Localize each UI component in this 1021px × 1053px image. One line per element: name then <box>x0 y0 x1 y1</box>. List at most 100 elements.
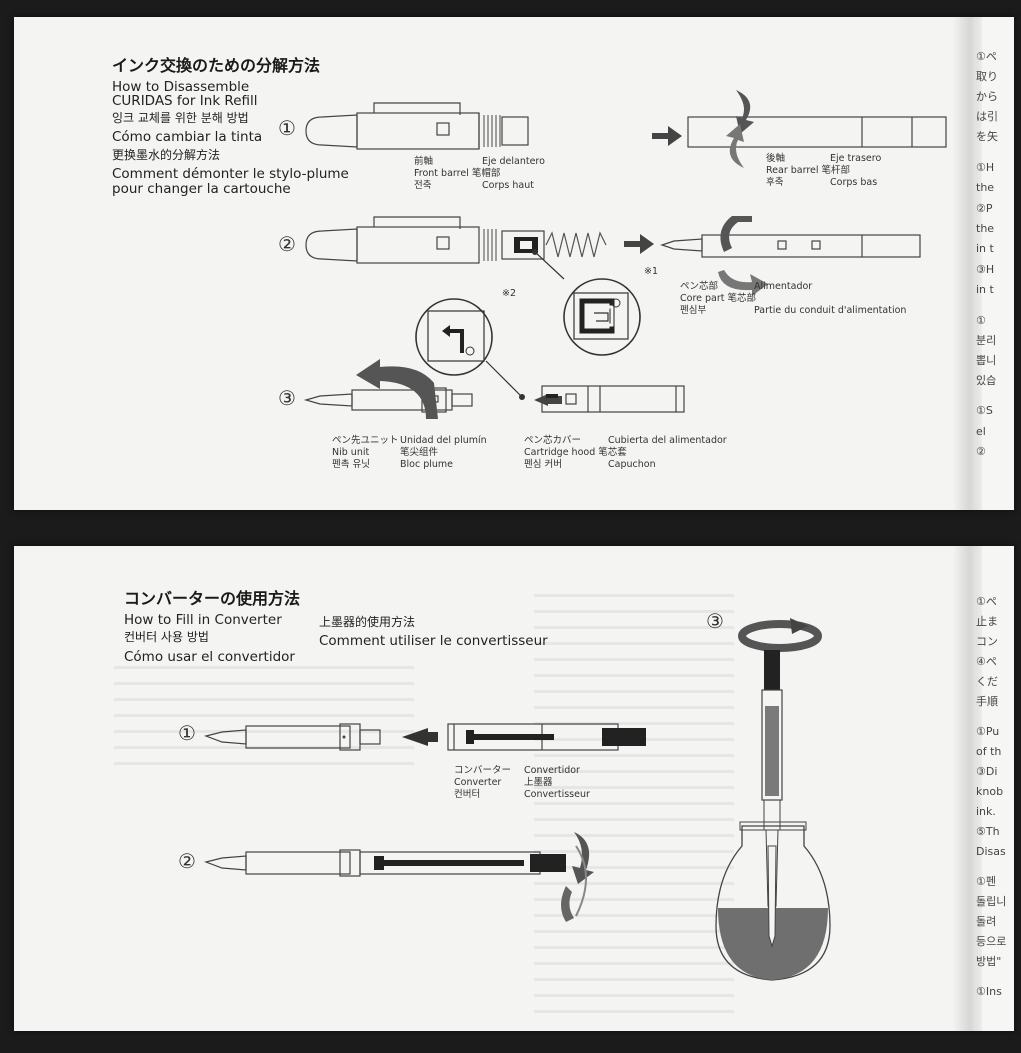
converter-label-es: Convertidor <box>524 765 580 776</box>
disassembly-page: インク交換のための分解方法 How to Disassemble CURIDAS… <box>14 17 1014 510</box>
converter-step1-illustration <box>203 723 646 751</box>
right-text: knob <box>976 785 1004 798</box>
step-3-number: ③ <box>278 386 296 410</box>
converter-label-ja: コンバーター <box>454 765 512 776</box>
title-en-1: How to Disassemble <box>112 79 250 95</box>
converter-title-zh: 上墨器的使用方法 <box>319 615 416 629</box>
right-text: ①ペ <box>976 595 997 608</box>
rotate-arrow-icon-3 <box>356 359 438 419</box>
rotate-arrow-icon-2 <box>718 216 768 296</box>
right-text: 取り <box>976 70 998 83</box>
right-text: 분리 <box>976 334 997 347</box>
right-text: くだ <box>976 675 998 688</box>
converter-title-fr: Comment utiliser le convertisseur <box>319 633 548 649</box>
core-part-es: Alimentador <box>754 281 813 292</box>
converter-page: コンバーターの使用方法 How to Fill in Converter 上墨器… <box>14 546 1014 1031</box>
core-part-fr: Partie du conduit d'alimentation <box>754 305 907 316</box>
step-2-number: ② <box>278 232 296 256</box>
cartridge-hood-ko: 펜심 커버 <box>524 459 562 470</box>
right-text: of th <box>976 745 1002 758</box>
cartridge-hood-fr: Capuchon <box>608 459 656 470</box>
right-text: ②P <box>976 202 993 215</box>
title-en-2: CURIDAS for Ink Refill <box>112 93 258 109</box>
right-text: 手順 <box>976 695 998 708</box>
nib-unit-ja: ペン先ユニット <box>332 435 399 446</box>
front-barrel-ko: 전축 <box>414 180 432 191</box>
nib-unit-ko: 펜촉 유닛 <box>332 459 370 470</box>
converter-step-1-number: ① <box>178 721 196 745</box>
right-text: 돌려 <box>976 915 997 928</box>
right-text: 있습 <box>976 374 997 387</box>
rear-barrel-en-zh: Rear barrel 笔杆部 <box>766 165 851 176</box>
detail-magnifier-2 <box>415 298 493 376</box>
title-es: Cómo cambiar la tinta <box>112 129 263 145</box>
rear-barrel-ja: 後軸 <box>766 153 786 164</box>
right-text: ①펜 <box>976 875 996 888</box>
right-text: ①Pu <box>976 725 1000 738</box>
right-text: in t <box>976 242 994 255</box>
right-text: 止ま <box>976 615 998 628</box>
right-text: ①S <box>976 404 993 417</box>
right-text: ① <box>976 314 986 327</box>
detail-pointer-line-2 <box>485 360 525 400</box>
converter-title-es: Cómo usar el convertidor <box>124 649 295 665</box>
nib-unit-en: Nib unit <box>332 447 370 458</box>
converter-label-ko: 컨버터 <box>454 789 481 800</box>
right-text: 방법" <box>976 955 1002 968</box>
front-barrel-fr: Corps haut <box>482 180 534 191</box>
detail-magnifier-1 <box>563 278 641 356</box>
front-barrel-es: Eje delantero <box>482 156 545 167</box>
right-text: ①H <box>976 161 995 174</box>
rear-barrel-es: Eje trasero <box>830 153 882 164</box>
core-part-ja: ペン芯部 <box>680 281 719 292</box>
converter-rotate-icon-top <box>738 618 822 652</box>
right-text: ③H <box>976 263 995 276</box>
show-through-text <box>534 594 734 1014</box>
show-through-text <box>114 666 414 766</box>
book-fold <box>952 17 982 510</box>
title-ja: インク交換のための分解方法 <box>112 56 321 75</box>
right-text: から <box>976 90 998 103</box>
title-ko: 잉크 교체를 위한 분해 방법 <box>112 111 249 125</box>
converter-step-2-number: ② <box>178 849 196 873</box>
right-text: コン <box>976 635 998 648</box>
right-text: ①ペ <box>976 50 997 63</box>
cartridge-hood-ja: ペン芯カバー <box>524 435 582 446</box>
title-fr-2: pour changer la cartouche <box>112 181 291 197</box>
right-text: the <box>976 222 995 235</box>
right-text: in t <box>976 283 994 296</box>
right-text: 뽑니 <box>976 354 997 367</box>
right-text: を矢 <box>976 130 998 143</box>
step-1-number: ① <box>278 116 296 140</box>
right-text: ③Di <box>976 765 998 778</box>
rear-barrel-fr: Corps bas <box>830 177 878 188</box>
right-text: ② <box>976 445 986 458</box>
right-text: Disas <box>976 845 1006 858</box>
converter-step2-illustration <box>203 849 566 877</box>
rear-barrel-ko: 후축 <box>766 177 784 188</box>
title-fr-1: Comment démonter le stylo-plume <box>112 166 349 182</box>
core-part-en-zh: Core part 笔芯部 <box>680 293 757 304</box>
note-2-marker: ※2 <box>502 288 517 299</box>
right-text: el <box>976 425 986 438</box>
right-page-edge <box>972 17 1014 510</box>
cartridge-hood-en-zh: Cartridge hood 笔芯套 <box>524 447 627 458</box>
converter-title-ja: コンバーターの使用方法 <box>124 589 301 608</box>
step2-pen-illustration <box>305 216 921 264</box>
right-text: 등으로 <box>976 935 1007 948</box>
nib-unit-es: Unidad del plumín <box>400 435 487 446</box>
converter-title-en: How to Fill in Converter <box>124 612 282 628</box>
right-text: the <box>976 181 995 194</box>
right-text: は引 <box>976 110 998 123</box>
step1-pen-illustration <box>305 102 947 150</box>
ink-bottle-illustration <box>715 650 831 981</box>
right-text: ④ペ <box>976 655 997 668</box>
right-text: 돌립니 <box>976 895 1007 908</box>
core-part-ko: 펜심부 <box>680 305 707 316</box>
nib-unit-zh: 笔尖组件 <box>400 447 439 458</box>
book-fold <box>952 546 982 1031</box>
note-1-marker: ※1 <box>644 266 659 277</box>
title-zh: 更换墨水的分解方法 <box>112 148 221 162</box>
detail-pointer-line-1 <box>532 249 565 280</box>
converter-title-ko: 컨버터 사용 방법 <box>124 630 209 644</box>
